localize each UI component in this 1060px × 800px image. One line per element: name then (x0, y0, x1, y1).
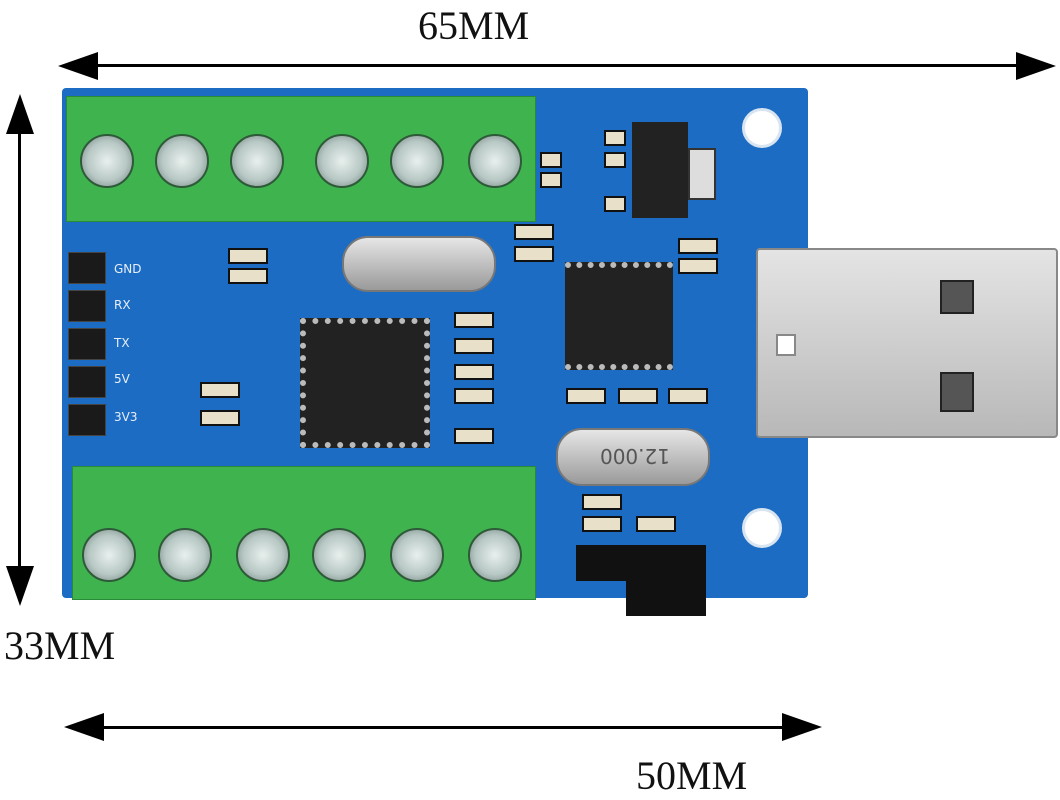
jumper-cap[interactable] (626, 578, 706, 616)
board-length-label: 50MM (636, 753, 748, 798)
screw (82, 528, 136, 582)
crystal (342, 236, 496, 292)
mounting-hole (742, 108, 782, 148)
smd-component (454, 338, 494, 354)
smd-component (540, 172, 562, 188)
regulator-chip (632, 122, 688, 218)
height-arrow-line (18, 115, 21, 580)
smd-component (454, 388, 494, 404)
silk-gnd: GND (114, 262, 142, 276)
arrow-left-icon (58, 52, 98, 80)
smd-component (678, 238, 718, 254)
board-length-arrow-line (85, 726, 800, 729)
mcu-chip (300, 318, 430, 448)
screw (155, 134, 209, 188)
usb-window (940, 372, 974, 412)
length-arrow-line (80, 64, 1035, 67)
silk-5v: 5V (114, 372, 130, 386)
smd-component (200, 382, 240, 398)
regulator-tab (688, 148, 716, 200)
screw (158, 528, 212, 582)
header-pin (68, 328, 106, 360)
arrow-right-icon (1016, 52, 1056, 80)
smd-component (582, 516, 622, 532)
smd-component (514, 246, 554, 262)
smd-component (540, 152, 562, 168)
usb-tab (776, 334, 796, 356)
screw (80, 134, 134, 188)
silk-3v3: 3V3 (114, 410, 138, 424)
header-pin (68, 404, 106, 436)
screw (390, 134, 444, 188)
smd-component (678, 258, 718, 274)
smd-component (604, 152, 626, 168)
smd-component (668, 388, 708, 404)
screw (236, 528, 290, 582)
header-pin (68, 366, 106, 398)
usb-chip (565, 262, 673, 370)
arrow-up-icon (6, 94, 34, 134)
boot-jumper[interactable] (576, 545, 706, 581)
crystal (556, 428, 710, 486)
screw (315, 134, 369, 188)
smd-component (454, 312, 494, 328)
silk-tx: TX (114, 336, 130, 350)
arrow-right-icon (782, 713, 822, 741)
smd-component (618, 388, 658, 404)
screw (230, 134, 284, 188)
header-pin (68, 290, 106, 322)
length-label: 65MM (418, 3, 530, 48)
smd-component (454, 428, 494, 444)
smd-component (200, 410, 240, 426)
usb-a-connector (756, 248, 1058, 438)
screw (468, 528, 522, 582)
silk-rx: RX (114, 298, 131, 312)
arrow-down-icon (6, 566, 34, 606)
smd-component (514, 224, 554, 240)
height-label: 33MM (4, 623, 116, 668)
screw (312, 528, 366, 582)
crystal-label: 12.000 (600, 444, 670, 468)
smd-component (636, 516, 676, 532)
header-pin (68, 252, 106, 284)
smd-component (582, 494, 622, 510)
terminal-block-top (66, 96, 536, 222)
smd-component (604, 130, 626, 146)
smd-component (228, 268, 268, 284)
smd-component (566, 388, 606, 404)
usb-window (940, 280, 974, 314)
smd-component (228, 248, 268, 264)
mounting-hole (742, 508, 782, 548)
smd-component (454, 364, 494, 380)
smd-component (604, 196, 626, 212)
terminal-block-bottom (72, 466, 536, 600)
arrow-left-icon (64, 713, 104, 741)
screw (390, 528, 444, 582)
screw (468, 134, 522, 188)
